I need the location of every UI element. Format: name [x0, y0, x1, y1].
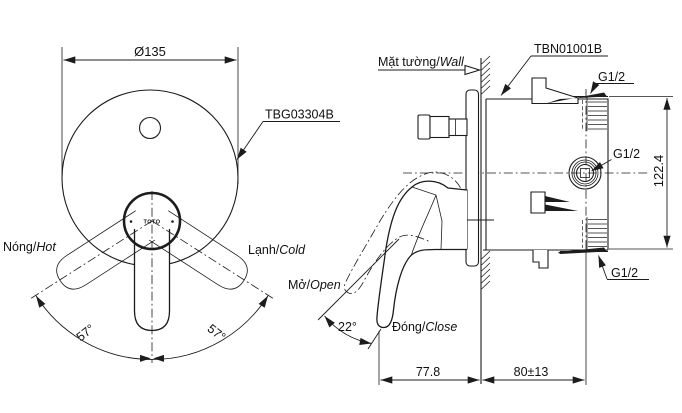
front-view: TOTO 57° 57° Nóng/Hot Lạnh/Cold Ø135 TBG…	[3, 44, 340, 363]
mid-mounting-lug	[530, 191, 546, 214]
handle-side	[376, 180, 468, 329]
cold-angle-label: 57°	[205, 322, 229, 345]
height-dimension: 122.4	[651, 155, 666, 188]
toto-logo: TOTO	[144, 220, 161, 226]
embed-depth-dimension: 80±13	[514, 365, 549, 379]
thread-bottom-label: G1/2	[611, 266, 638, 280]
mid-lug-wedge-upper	[545, 196, 570, 202]
top-mounting-lug	[531, 77, 579, 105]
wall-label: Mặt tường/Wall	[378, 55, 465, 69]
mid-lug-wedge-lower	[545, 204, 578, 211]
cold-position-centerline	[151, 220, 275, 300]
thread-top-leader	[590, 81, 600, 94]
escutcheon-plate-side	[465, 89, 480, 267]
side-view: 22° Mở/Open Đóng/Close Mặt tường/Wall TB…	[288, 42, 673, 385]
hot-position-centerline	[29, 220, 153, 300]
wall-hatching	[481, 55, 491, 290]
hot-angle-label: 57°	[74, 322, 98, 345]
bottom-port-threads	[560, 217, 608, 253]
cold-label: Lạnh/Cold	[248, 243, 306, 257]
handle-swing-arc	[35, 295, 269, 360]
bottom-seat-wedge	[558, 247, 607, 254]
hub-index-dot-left	[129, 220, 133, 223]
open-boundary-line	[317, 238, 400, 321]
open-label: Mở/Open	[288, 278, 341, 292]
arc-center-arrow-left	[140, 354, 151, 362]
thread-back-leader	[591, 159, 612, 172]
hub-index-dot-right	[171, 220, 174, 223]
valve-body	[483, 77, 609, 269]
valve-part-label: TBN01001B	[534, 42, 602, 56]
open-angle-arc	[324, 315, 372, 345]
valve-part-leader	[500, 55, 532, 96]
open-angle-label: 22°	[338, 320, 357, 334]
front-part-label: TBG03304B	[265, 108, 334, 122]
hot-label: Nóng/Hot	[3, 240, 56, 254]
thread-bottom-leader	[598, 255, 608, 280]
diameter-dimension: Ø135	[134, 44, 166, 59]
diverter-button	[138, 116, 162, 140]
front-part-leader	[236, 121, 264, 160]
arc-center-arrow-right	[153, 354, 164, 362]
diverter-knob	[417, 114, 468, 140]
close-label: Đóng/Close	[392, 320, 457, 334]
bottom-tab	[532, 250, 549, 269]
handle-projection-dimension: 77.8	[416, 365, 440, 379]
top-seat-wedge	[546, 92, 607, 104]
thread-back-label: G1/2	[613, 147, 640, 161]
thread-top-label: G1/2	[598, 70, 625, 84]
wall-arrow	[464, 64, 482, 76]
